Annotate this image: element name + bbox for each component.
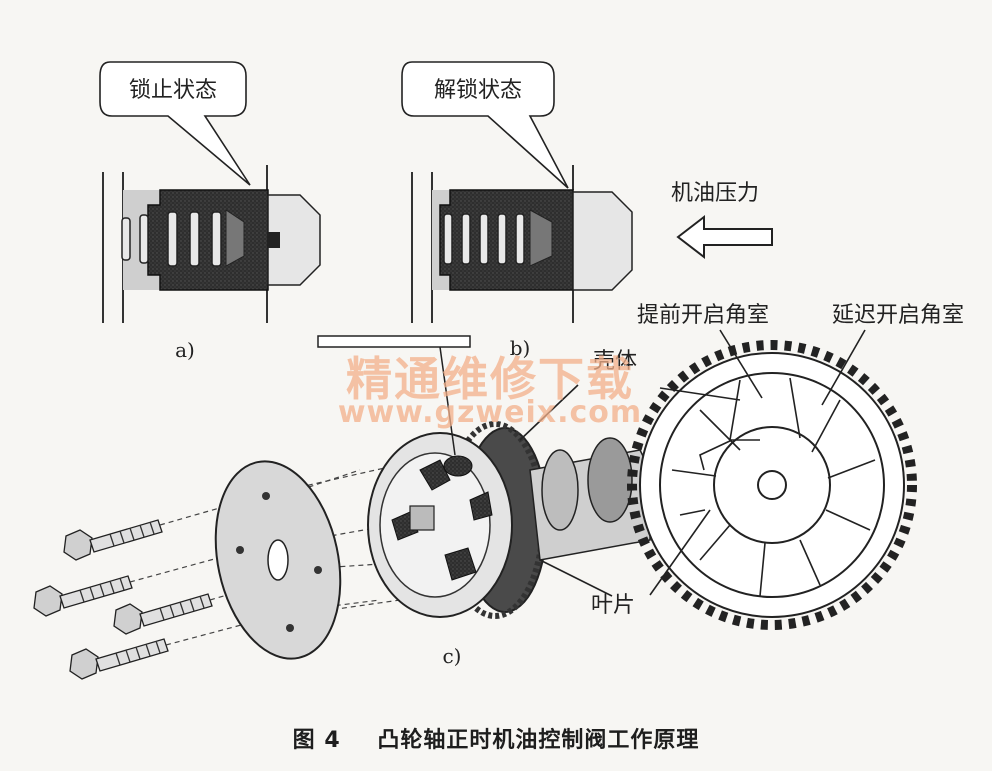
label-housing: 壳体 — [593, 349, 637, 374]
bolt-1 — [63, 519, 163, 561]
caption-title: 凸轮轴正时机油控制阀工作原理 — [377, 728, 700, 753]
watermark-en: www.gzweix.com — [338, 395, 642, 430]
panel-b-lock-pin-unlocked: 解锁状态 — [401, 61, 633, 323]
mounting-bolts — [33, 519, 213, 680]
callout-unlocked: 解锁状态 — [434, 78, 522, 103]
leader-lines — [519, 329, 866, 597]
watermark: 精通维修下载 www.gzweix.com — [338, 352, 642, 430]
figure-caption: 图 4 凸轮轴正时机油控制阀工作原理 — [0, 722, 992, 754]
sublabel-b: b) — [510, 336, 531, 360]
spring-b — [443, 213, 525, 265]
panel-a-lock-pin-locked: 锁止状态 — [99, 61, 321, 323]
actuator-assembly — [317, 335, 651, 619]
oil-pressure-arrow — [676, 214, 773, 260]
sublabel-a: a) — [175, 338, 195, 362]
label-vane: 叶片 — [591, 593, 635, 618]
spring-a — [121, 211, 222, 267]
cover-plate — [214, 460, 342, 660]
bolt-2 — [33, 575, 133, 617]
sublabel-c: c) — [442, 644, 461, 668]
label-retard-chamber: 延迟开启角室 — [832, 303, 964, 328]
sprocket-cross-section — [627, 340, 917, 630]
label-advance-chamber: 提前开启角室 — [637, 303, 769, 328]
caption-number: 图 4 — [292, 728, 341, 753]
label-oil-pressure: 机油压力 — [671, 181, 759, 206]
bolt-4 — [69, 638, 169, 680]
watermark-cn: 精通维修下载 — [346, 352, 634, 406]
callout-locked: 锁止状态 — [129, 78, 217, 103]
bolt-3 — [113, 593, 213, 635]
